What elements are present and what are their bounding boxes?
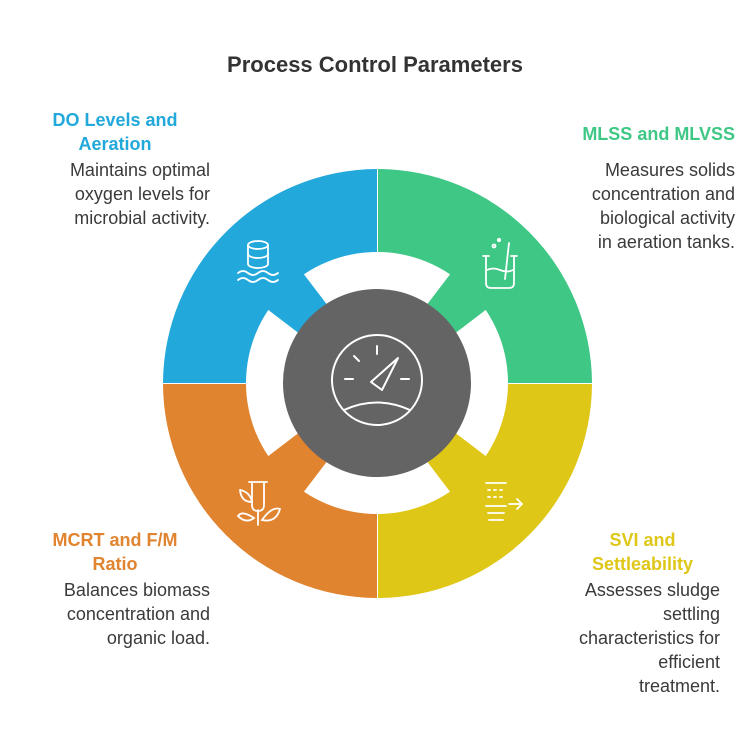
mlss-description: Measures solids concentration and biolog… bbox=[545, 158, 735, 254]
test-tube-plant-icon bbox=[236, 481, 282, 526]
svi-desc-line-4: efficient bbox=[658, 652, 720, 672]
mcrt-desc-line-1: Balances biomass bbox=[63, 580, 210, 600]
segment-do-levels bbox=[163, 169, 377, 383]
mlss-desc-line-2: concentration and bbox=[591, 184, 735, 204]
segment-mcrt bbox=[163, 384, 377, 598]
diagram-title: Process Control Parameters bbox=[227, 52, 523, 77]
do-levels-desc-line-1: Maintains optimal bbox=[69, 160, 210, 180]
mlss-block: MLSS and MLVSS Measures solids concentra… bbox=[545, 122, 735, 254]
svi-desc-line-1: Assesses sludge bbox=[584, 580, 720, 600]
mlss-heading: MLSS and MLVSS bbox=[582, 124, 735, 144]
mcrt-heading: MCRT and F/M Ratio bbox=[20, 528, 210, 576]
segment-mlss bbox=[378, 169, 592, 383]
speedometer-gauge-icon bbox=[331, 334, 423, 426]
beaker-stirrer-icon bbox=[482, 237, 518, 289]
water-tank-waves-icon bbox=[237, 240, 279, 283]
do-levels-heading-line-2: Aeration bbox=[78, 134, 152, 154]
mcrt-desc-line-2: concentration and bbox=[66, 604, 210, 624]
do-levels-description: Maintains optimal oxygen levels for micr… bbox=[20, 158, 210, 230]
do-levels-block: DO Levels and Aeration Maintains optimal… bbox=[20, 108, 210, 230]
mcrt-block: MCRT and F/M Ratio Balances biomass conc… bbox=[20, 528, 211, 650]
do-levels-heading-line-1: DO Levels and bbox=[52, 110, 178, 130]
svi-desc-line-5: treatment. bbox=[638, 676, 720, 696]
mcrt-desc-line-3: organic load. bbox=[106, 628, 210, 648]
svi-block: SVI and Settleability Assesses sludge se… bbox=[545, 528, 720, 698]
settling-arrow-icon bbox=[485, 482, 524, 521]
mcrt-description: Balances biomass concentration and organ… bbox=[20, 578, 210, 650]
svi-heading-line-2: Settleability bbox=[591, 554, 694, 574]
mcrt-heading-line-2: Ratio bbox=[92, 554, 138, 574]
do-levels-desc-line-2: oxygen levels for bbox=[74, 184, 210, 204]
mlss-desc-line-4: in aeration tanks. bbox=[597, 232, 735, 252]
svi-heading-line-1: SVI and bbox=[609, 530, 676, 550]
segment-svi bbox=[378, 384, 592, 598]
mlss-desc-line-1: Measures solids bbox=[604, 160, 735, 180]
svi-desc-line-2: settling bbox=[662, 604, 720, 624]
mcrt-heading-line-1: MCRT and F/M bbox=[52, 530, 178, 550]
do-levels-heading: DO Levels and Aeration bbox=[20, 108, 210, 156]
center-hub bbox=[283, 289, 471, 477]
svi-desc-line-3: characteristics for bbox=[578, 628, 720, 648]
do-levels-desc-line-3: microbial activity. bbox=[74, 208, 210, 228]
mlss-desc-line-3: biological activity bbox=[599, 208, 735, 228]
svi-heading: SVI and Settleability bbox=[545, 528, 720, 576]
svi-description: Assesses sludge settling characteristics… bbox=[545, 578, 720, 698]
